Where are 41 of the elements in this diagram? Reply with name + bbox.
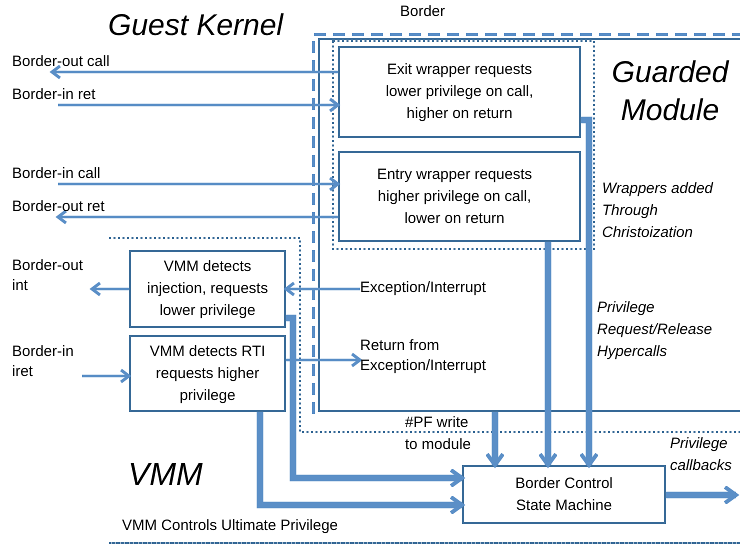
region-title: Guarded Module <box>610 55 730 129</box>
box-text: Exit wrapper requests lower privilege on call, higher on return <box>384 60 534 124</box>
arrow <box>538 242 558 467</box>
arrow <box>286 352 362 368</box>
box-text: Border Control State Machine <box>514 474 614 516</box>
signal-label: Border-in ret <box>12 85 132 105</box>
box-text: Entry wrapper requests higher privilege on call, lower on return <box>376 164 534 228</box>
process-box <box>338 46 581 138</box>
arrow <box>58 176 340 192</box>
edge-label: #PF write to module <box>405 413 472 455</box>
arrow <box>82 368 130 384</box>
process-box <box>129 335 286 412</box>
process-box <box>462 465 666 524</box>
process-box <box>129 250 286 328</box>
region-title: Guest Kernel <box>108 8 285 44</box>
arrow <box>58 98 340 112</box>
arrow <box>50 64 338 80</box>
region-title: Wrappers added Through Christoization <box>602 179 714 243</box>
edge-label: Privilege callbacks <box>670 434 733 476</box>
arrow <box>284 282 360 296</box>
region-title: VMM <box>128 455 204 494</box>
signal-label: Return from Exception/Interrupt <box>360 336 525 380</box>
arrow <box>56 210 338 224</box>
arrow <box>579 116 599 467</box>
signal-label: Border-in call <box>12 164 132 184</box>
signal-label: Exception/Interrupt <box>360 278 525 298</box>
arrow <box>286 314 464 488</box>
box-text: VMM detects RTI requests higher privilege <box>148 342 266 406</box>
signal-label: Border-in iret <box>12 342 82 386</box>
signal-label: Border-out call <box>12 52 142 72</box>
signal-label: Border-out int <box>12 256 92 300</box>
arrow <box>666 485 738 505</box>
box-text: VMM detects injection, requests lower privilege <box>146 257 269 321</box>
region-title: VMM Controls Ultimate Privilege <box>122 516 339 536</box>
annotation-text: Privilege Request/Release Hypercalls <box>597 298 714 362</box>
arrow <box>256 412 464 515</box>
arrow <box>90 282 129 296</box>
arrow <box>485 412 505 467</box>
region-title: Border <box>400 2 446 22</box>
signal-label: Border-out ret <box>12 197 137 217</box>
process-box <box>338 151 581 242</box>
